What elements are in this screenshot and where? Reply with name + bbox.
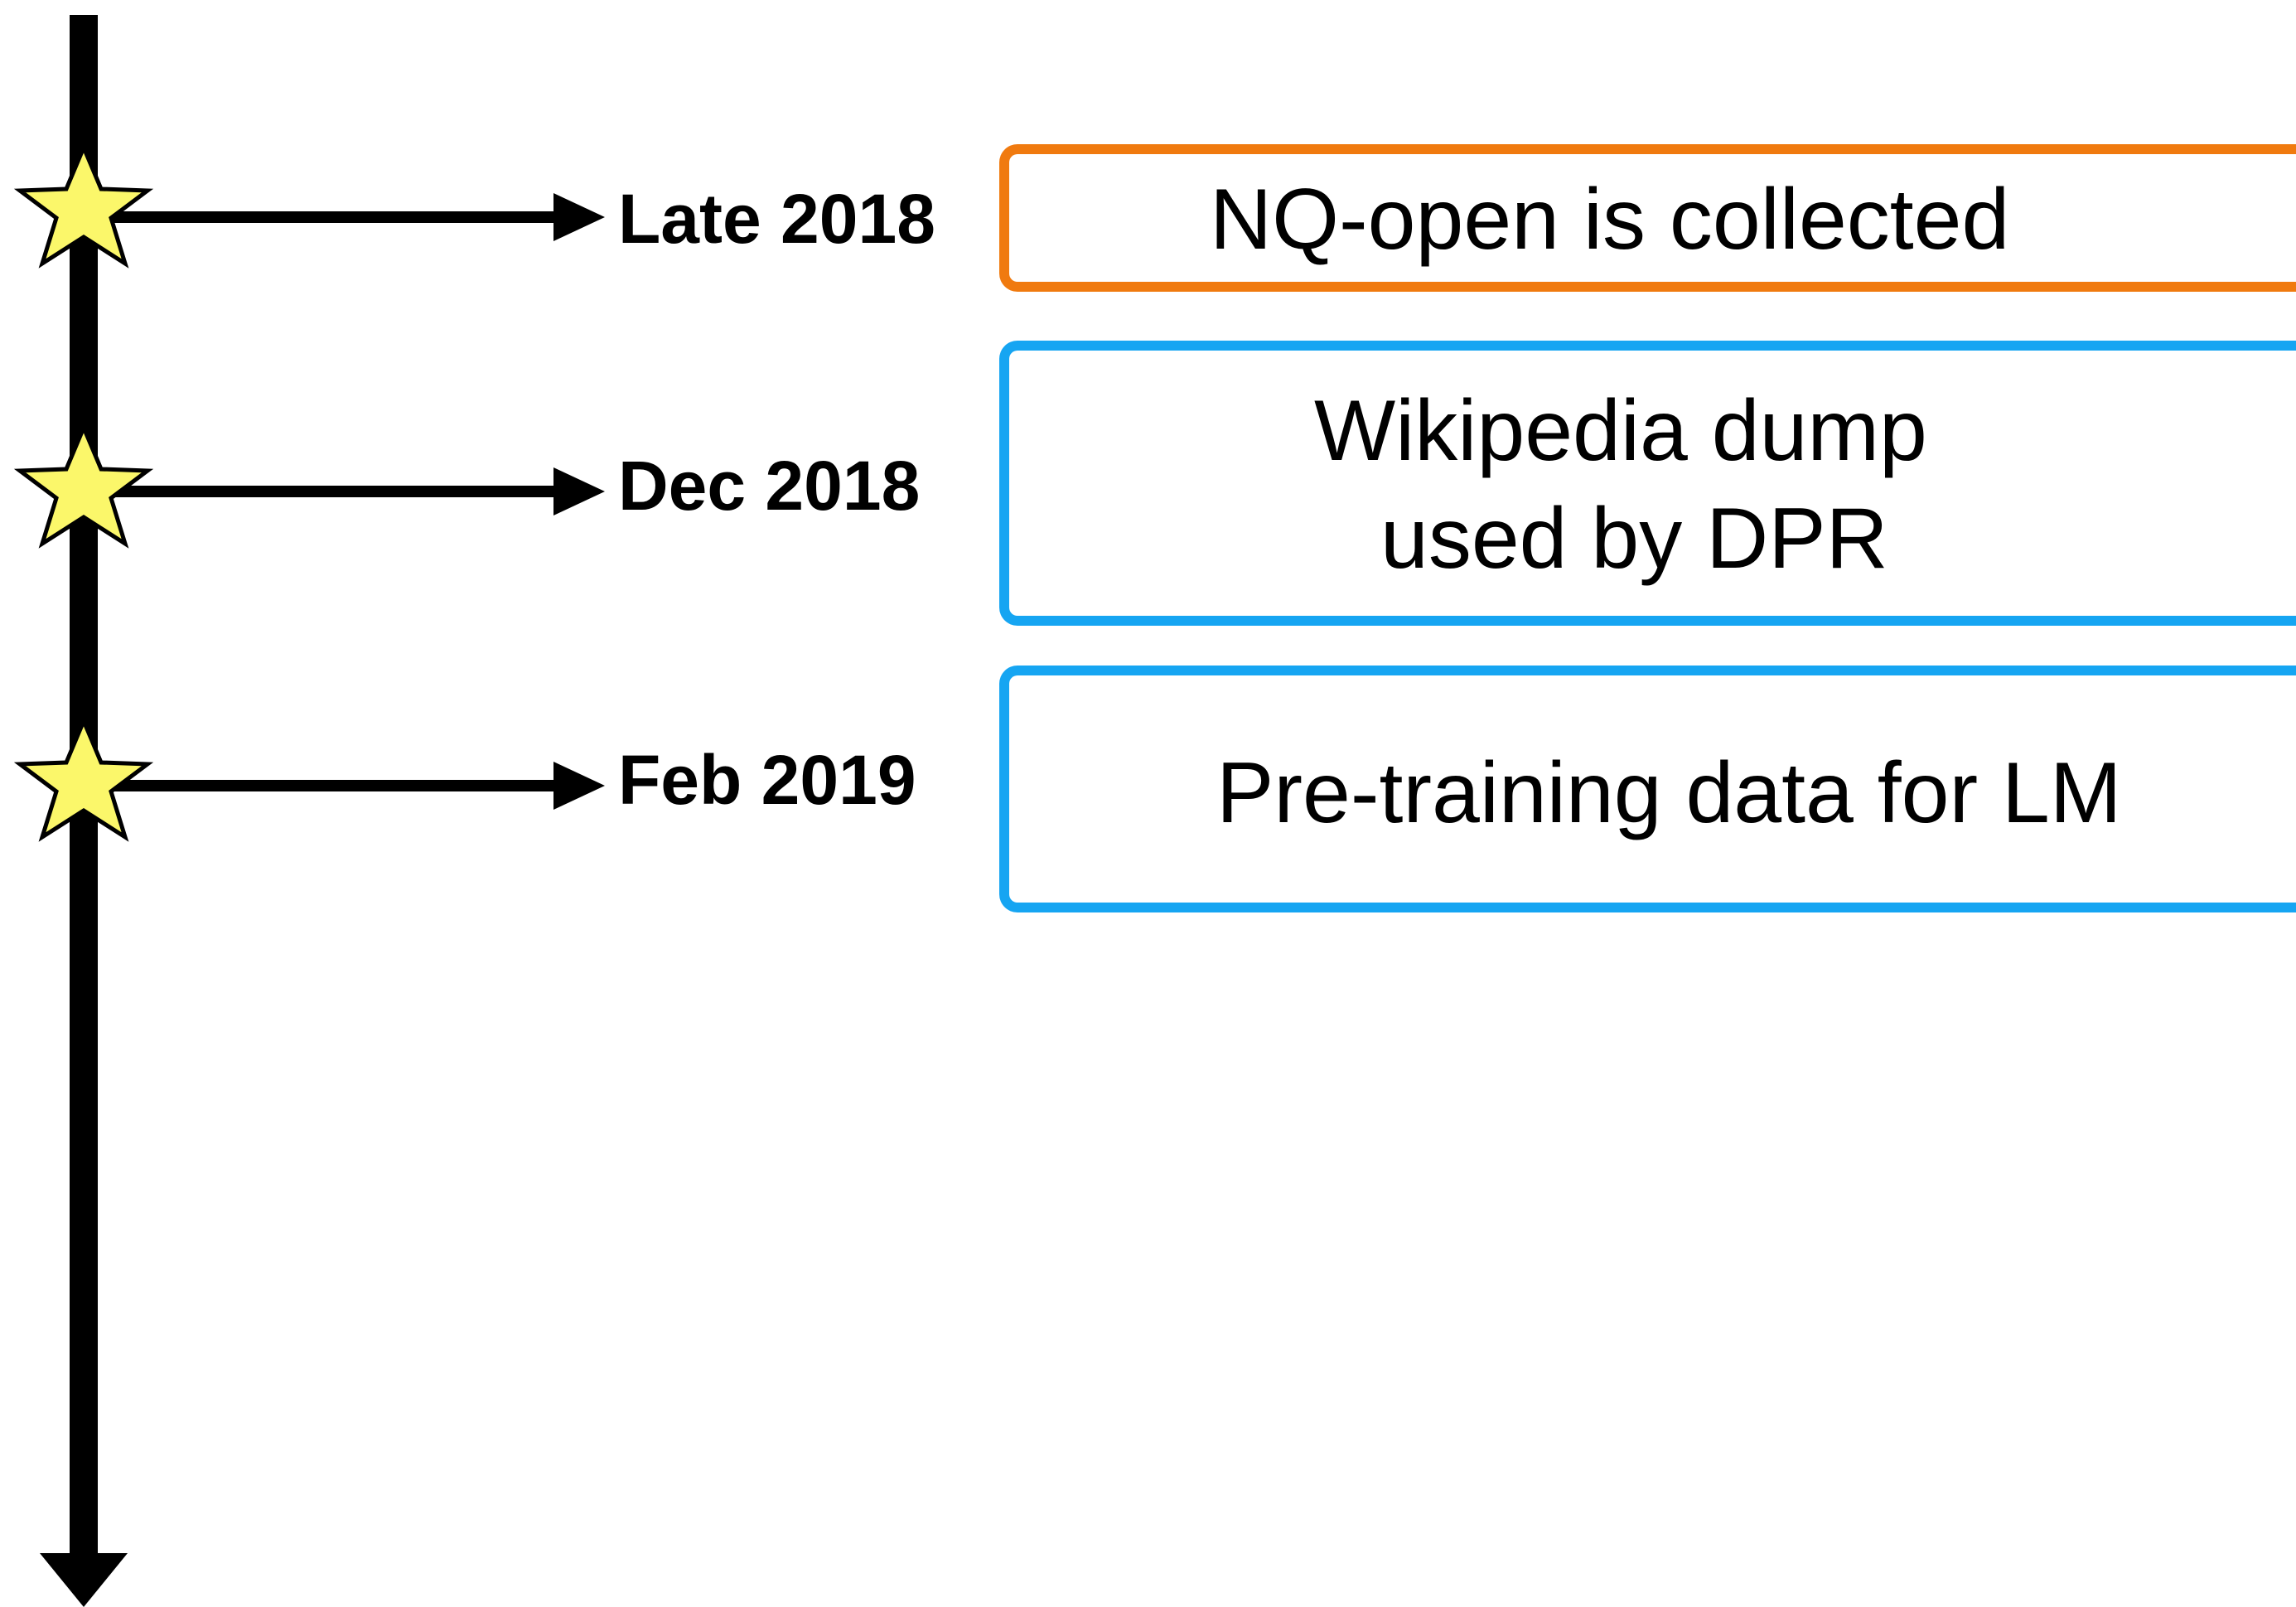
timeline-arrowhead-down: [40, 1553, 128, 1607]
event-text-wikipedia-dump-line2: used by DPR: [1380, 491, 1888, 587]
event-box-nq-open: [999, 144, 2296, 292]
star-marker-feb-2019: [13, 715, 154, 842]
event-box-wikipedia-dump: [999, 341, 2296, 626]
event-connector-late-2018: [84, 193, 605, 241]
date-label-feb-2019: Feb 2019: [618, 741, 916, 819]
event-connector-dec-2018: [84, 467, 605, 515]
event-box-pretraining-data: [999, 666, 2296, 912]
date-label-dec-2018: Dec 2018: [618, 447, 921, 525]
date-label-late-2018: Late 2018: [618, 180, 935, 258]
star-marker-late-2018: [13, 142, 154, 269]
event-text-nq-open: NQ-open is collected: [1210, 172, 2010, 268]
event-text-wikipedia-dump-line1: Wikipedia dump: [1314, 383, 1927, 479]
event-text-pretraining-data: Pre-training data for LM: [1216, 745, 2122, 841]
star-marker-dec-2018: [13, 422, 154, 549]
event-connector-feb-2019: [84, 762, 605, 810]
